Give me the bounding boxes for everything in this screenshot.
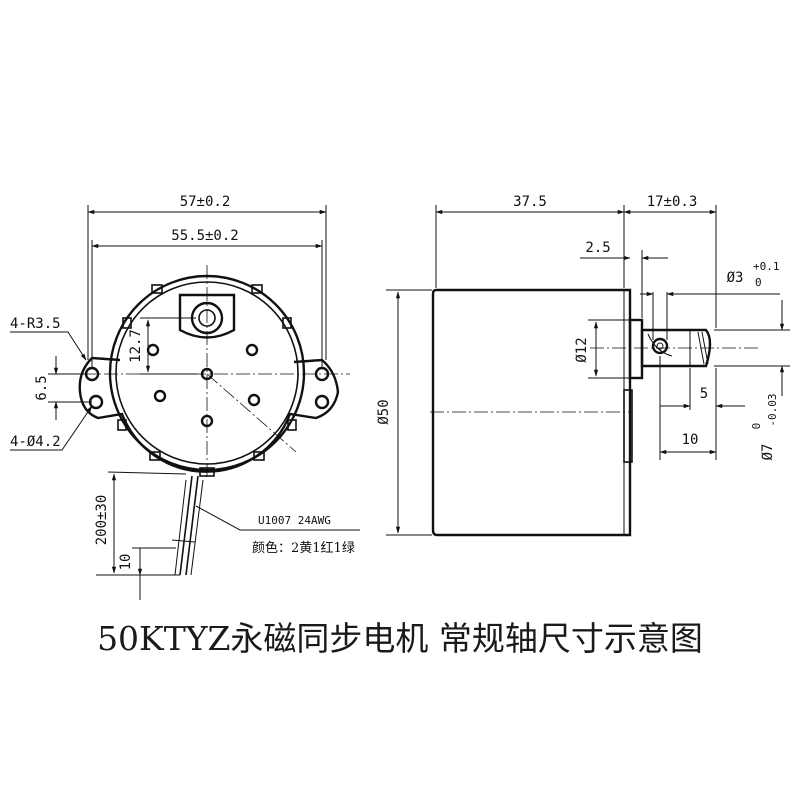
dim-shaft-diameter: Ø7 xyxy=(760,444,776,461)
dim-body-length: 37.5 xyxy=(513,194,547,210)
dim-pin-hole-tol-upper: +0.1 xyxy=(753,260,780,273)
lead-wire xyxy=(171,475,204,576)
dim-lead-length: 200±30 xyxy=(94,495,110,546)
dim-shaft-length: 17±0.3 xyxy=(647,194,698,210)
boss-side xyxy=(628,318,644,380)
motor-body-side xyxy=(431,288,632,537)
dim-hole-diameter: 4-Ø4.2 xyxy=(10,434,61,450)
rim-notches xyxy=(117,284,297,477)
pin-hole xyxy=(651,337,669,355)
dim-strip-length: 10 xyxy=(118,554,134,571)
dim-shaft-tol-upper: 0 xyxy=(750,423,763,430)
dim-pin-distance: 10 xyxy=(682,432,699,448)
side-view: 37.5 17±0.3 2.5 Ø3 +0.1 0 Ø12 Ø50 5 xyxy=(376,194,790,537)
dim-hole-vertical: 6.5 xyxy=(34,375,50,400)
shaft-side xyxy=(640,328,712,368)
dim-boss-diameter: Ø12 xyxy=(574,337,590,362)
dim-body-diameter: Ø50 xyxy=(376,399,392,424)
gearbox-plate xyxy=(623,389,633,463)
dim-flat-length: 5 xyxy=(700,386,708,402)
dim-pin-hole-tol-lower: 0 xyxy=(755,276,762,289)
front-view: 57±0.2 55.5±0.2 4-R3.5 6.5 4-Ø4.2 12.7 2… xyxy=(10,194,360,600)
drawing-caption: 50KTYZ永磁同步电机 常规轴尺寸示意图 xyxy=(97,619,703,658)
inner-holes xyxy=(146,343,261,428)
wire-colors: 颜色：2黄1红1绿 xyxy=(252,540,355,556)
dim-corner-radius: 4-R3.5 xyxy=(10,316,61,332)
mounting-flange-outline xyxy=(78,356,340,473)
dim-shaft-tol-lower: -0.03 xyxy=(766,393,779,426)
dim-shaft-offset: 12.7 xyxy=(128,329,144,363)
dim-hole-spacing: 55.5±0.2 xyxy=(171,228,238,244)
dim-overall-width: 57±0.2 xyxy=(180,194,231,210)
dim-pin-hole: Ø3 xyxy=(727,270,744,286)
shaft-boss xyxy=(178,293,236,339)
wire-spec: U1007 24AWG xyxy=(258,514,331,527)
dim-boss-length: 2.5 xyxy=(585,240,610,256)
